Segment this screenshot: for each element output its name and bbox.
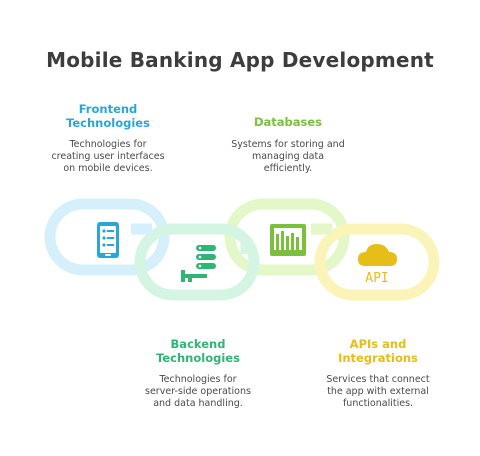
- databases-link: [224, 198, 350, 276]
- api-icon-text: API: [365, 271, 388, 286]
- databases-heading: Databases: [253, 115, 323, 129]
- frontend-heading: Frontend Technologies: [66, 102, 150, 130]
- backend-heading: Backend Technologies: [156, 337, 240, 365]
- server-stack-icon: [181, 245, 216, 282]
- databases-description: Systems for storing and managing data ef…: [231, 139, 345, 174]
- backend-description: Technologies for server-side operations …: [145, 374, 251, 409]
- backend-link: [134, 223, 260, 301]
- apis-description: Services that connect the app with exter…: [326, 374, 430, 409]
- apis-heading: APIs and Integrations: [338, 337, 418, 365]
- cloud-api-icon: API: [358, 244, 397, 286]
- frontend-description: Technologies for creating user interface…: [51, 139, 165, 174]
- frontend-link: [44, 198, 170, 276]
- apis-link: [314, 223, 440, 301]
- mobile-phone-icon: [97, 222, 119, 258]
- database-library-icon: [270, 224, 306, 256]
- diagram-title: Mobile Banking App Development: [46, 48, 434, 72]
